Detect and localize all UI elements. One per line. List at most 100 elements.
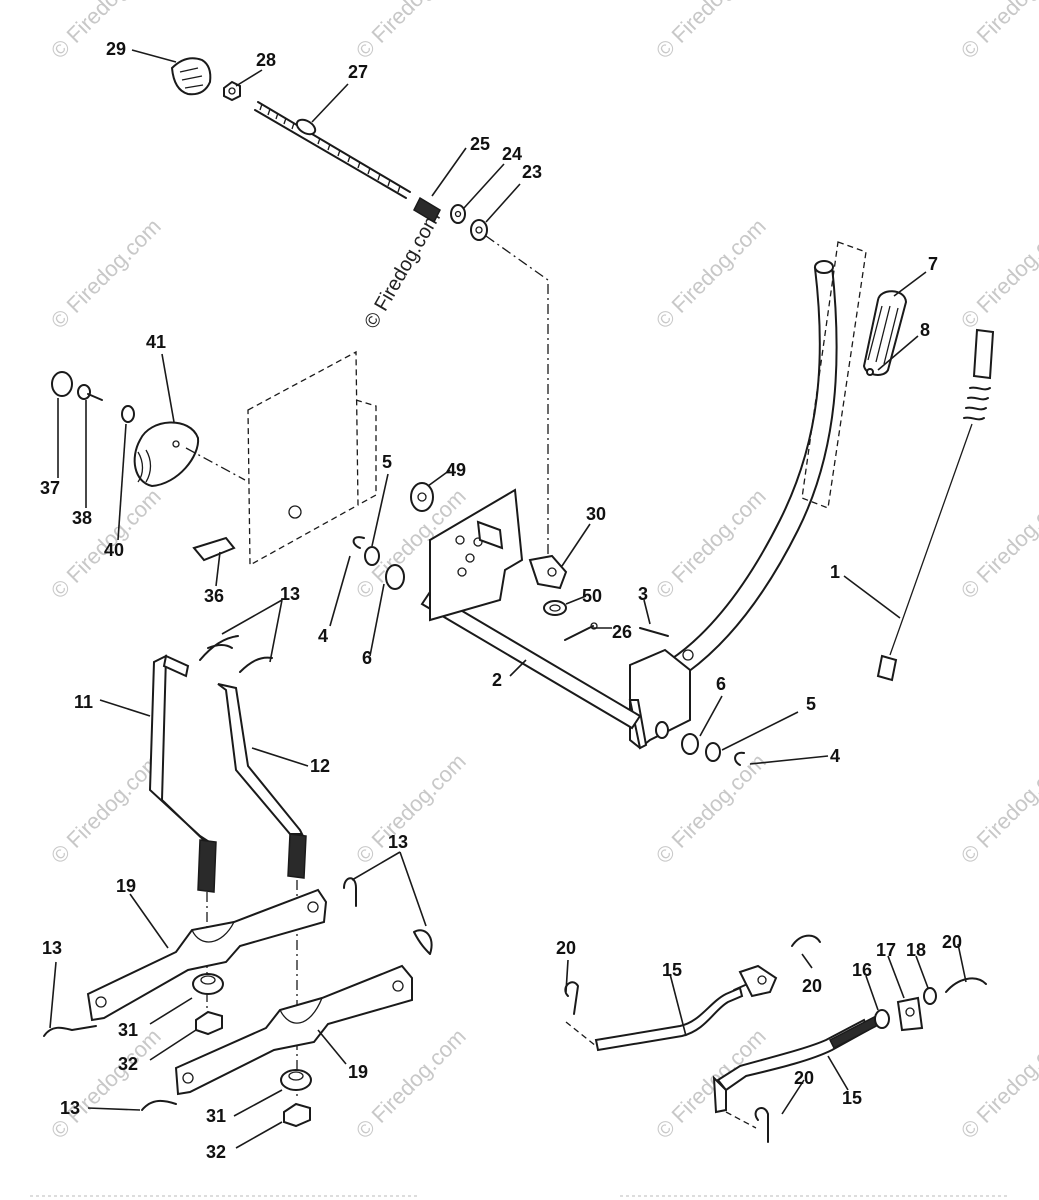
cotter-pin [639, 627, 669, 637]
height-adjust-knob [170, 57, 212, 96]
watermark: © Firedog.com [651, 1024, 771, 1144]
callout-label: 32 [118, 1054, 138, 1074]
bolt-38 [77, 384, 103, 401]
watermark: © Firedog.com [46, 214, 166, 334]
callout-label: 6 [362, 648, 372, 668]
watermark: © Firedog.com [956, 0, 1039, 64]
lift-arm-19a [86, 888, 328, 1022]
callout-label: 37 [40, 478, 60, 498]
hair-pin-20c [754, 1107, 769, 1143]
callout-label: 13 [42, 938, 62, 958]
callout-label: 28 [256, 50, 276, 70]
watermark: © Firedog.com [46, 749, 166, 869]
knob-nut [223, 80, 241, 102]
watermark: © Firedog.com [956, 484, 1039, 604]
rod-15a [594, 964, 778, 1052]
nut-23 [470, 219, 488, 241]
hair-pin-20b [791, 934, 821, 947]
nut-18 [923, 987, 937, 1005]
callout-label: 5 [382, 452, 392, 472]
callout-label: 6 [716, 674, 726, 694]
callout-label: 25 [470, 134, 490, 154]
callout-label: 50 [582, 586, 602, 606]
leader-lines [49, 49, 967, 1149]
callout-label: 13 [60, 1098, 80, 1118]
center-watermark: © Firedog.com [360, 208, 445, 333]
callout-label: 11 [74, 692, 93, 712]
callout-label: 24 [502, 144, 522, 164]
callout-label: 2 [492, 670, 502, 690]
callout-label: 4 [318, 626, 328, 646]
clevis-pin [564, 622, 598, 641]
watermark: © Firedog.com [351, 749, 471, 869]
callout-label: 4 [830, 746, 840, 766]
left-bushings [352, 536, 405, 590]
callout-label: 41 [146, 332, 166, 352]
deck-cable [876, 328, 995, 682]
link-11 [148, 654, 217, 893]
washer-16 [874, 1009, 890, 1029]
callout-label: 20 [942, 932, 962, 952]
callout-label: 32 [206, 1142, 226, 1162]
lift-shaft [420, 590, 745, 766]
deck-knob [133, 421, 200, 488]
callout-label: 20 [794, 1068, 814, 1088]
callout-label: 5 [806, 694, 816, 714]
callout-label: 19 [348, 1062, 368, 1082]
callout-label: 19 [116, 876, 136, 896]
bushing-50 [543, 600, 567, 616]
callout-label: 40 [104, 540, 124, 560]
watermark: © Firedog.com [351, 0, 471, 64]
callout-label: 31 [206, 1106, 226, 1126]
callout-label: 7 [928, 254, 938, 274]
callout-label: 29 [106, 39, 126, 59]
spring-clip-36 [192, 536, 236, 562]
callout-label: 31 [118, 1020, 138, 1040]
callout-label: 49 [446, 460, 466, 480]
watermark: © Firedog.com [956, 214, 1039, 334]
mounting-plate [429, 488, 524, 622]
callout-label: 26 [612, 622, 632, 642]
callout-label: 18 [906, 940, 926, 960]
callout-label: 30 [586, 504, 606, 524]
nuts-31-32 [192, 973, 312, 1128]
lift-arm-19b [174, 964, 413, 1096]
watermark: © Firedog.com [46, 1024, 166, 1144]
spring [413, 196, 441, 224]
lift-handle [668, 241, 867, 674]
center-line [485, 235, 549, 555]
callout-label: 12 [310, 756, 330, 776]
callout-label: 15 [662, 960, 682, 980]
watermark: © Firedog.com [956, 1024, 1039, 1144]
watermark: © Firedog.com [651, 214, 771, 334]
hair-pin-20a [564, 981, 579, 1015]
cap-37 [51, 371, 73, 397]
callout-label: 23 [522, 162, 542, 182]
watermark: © Firedog.com [956, 749, 1039, 869]
hair-pin-20d [945, 977, 987, 993]
swivel-17 [896, 996, 924, 1032]
callout-label: 16 [852, 960, 872, 980]
adjust-rod [254, 101, 411, 199]
callout-label: 20 [802, 976, 822, 996]
callout-label: 13 [280, 584, 300, 604]
callout-labels: 29 28 27 25 24 23 7 8 41 37 38 40 5 49 3… [40, 39, 962, 1162]
washer-24 [450, 204, 466, 224]
callout-label: 15 [842, 1088, 862, 1108]
link-12 [217, 683, 307, 879]
frame-panel [247, 350, 359, 567]
washer-40 [121, 405, 135, 423]
watermark: © Firedog.com [651, 749, 771, 869]
handle-grip [862, 290, 908, 376]
callout-label: 1 [830, 562, 840, 582]
callout-label: 13 [388, 832, 408, 852]
grip-button [866, 368, 874, 376]
callout-label: 17 [876, 940, 896, 960]
callout-label: 3 [638, 584, 648, 604]
callout-label: 38 [72, 508, 92, 528]
hair-pin-13 [43, 635, 433, 1111]
callout-label: 8 [920, 320, 930, 340]
callout-label: 36 [204, 586, 224, 606]
watermark: © Firedog.com [351, 1024, 471, 1144]
